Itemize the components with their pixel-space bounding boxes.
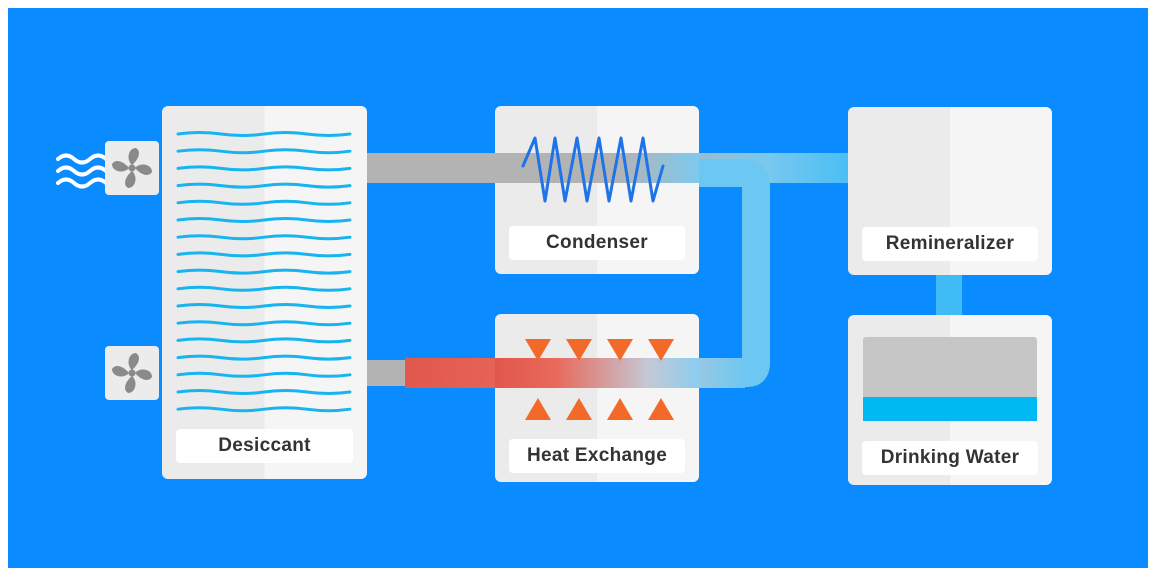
fan-icon (112, 353, 152, 393)
arrow-down-icon (607, 339, 633, 361)
desiccant-wave-line (176, 285, 352, 292)
desiccant-wave-line (176, 389, 352, 395)
condenser-box: Condenser (495, 106, 699, 274)
arrow-up-icon (566, 398, 592, 420)
coil-icon (521, 136, 665, 203)
water-tank (863, 337, 1037, 397)
pipe-loop-return (698, 159, 770, 387)
desiccant-waves (176, 131, 352, 413)
diagram-canvas: Desiccant Condenser (8, 8, 1148, 568)
pipe-desiccant-outlet (363, 360, 408, 386)
desiccant-wave-line (176, 234, 352, 241)
arrow-down-icon (648, 339, 674, 361)
arrow-up-icon (648, 398, 674, 420)
heat-exchange-interior (495, 339, 699, 420)
desiccant-wave-line (176, 182, 352, 189)
remineralizer-box: Remineralizer (848, 107, 1052, 275)
desiccant-wave-line (176, 337, 352, 344)
remineralizer-label: Remineralizer (862, 227, 1038, 261)
desiccant-wave-line (176, 131, 352, 137)
desiccant-wave-line (176, 217, 352, 223)
heat-exchange-label: Heat Exchange (509, 439, 685, 473)
arrow-up-icon (525, 398, 551, 420)
fan-bottom (105, 346, 159, 400)
desiccant-box: Desiccant (162, 106, 367, 479)
condenser-label: Condenser (509, 226, 685, 260)
desiccant-wave-line (176, 251, 352, 258)
desiccant-wave-line (176, 268, 352, 275)
arrow-down-icon (525, 339, 551, 361)
desiccant-wave-line (176, 406, 352, 413)
fan-top (105, 141, 159, 195)
desiccant-wave-line (176, 199, 352, 206)
desiccant-label: Desiccant (176, 429, 353, 463)
condenser-pipe-segment (495, 136, 699, 203)
water-level (863, 397, 1037, 421)
drinking-water-box: Drinking Water (848, 315, 1052, 485)
desiccant-wave-line (176, 320, 352, 327)
heat-exchange-box: Heat Exchange (495, 314, 699, 482)
desiccant-wave-line (176, 165, 352, 172)
arrow-down-icon (566, 339, 592, 361)
desiccant-wave-line (176, 148, 352, 155)
drinking-water-label: Drinking Water (862, 441, 1038, 475)
desiccant-wave-line (176, 303, 352, 309)
desiccant-wave-line (176, 354, 352, 361)
arrow-up-icon (607, 398, 633, 420)
desiccant-wave-line (176, 371, 352, 378)
fan-icon (112, 148, 152, 188)
wind-icon (56, 153, 108, 189)
pipe-remineralizer-to-water (936, 273, 962, 318)
